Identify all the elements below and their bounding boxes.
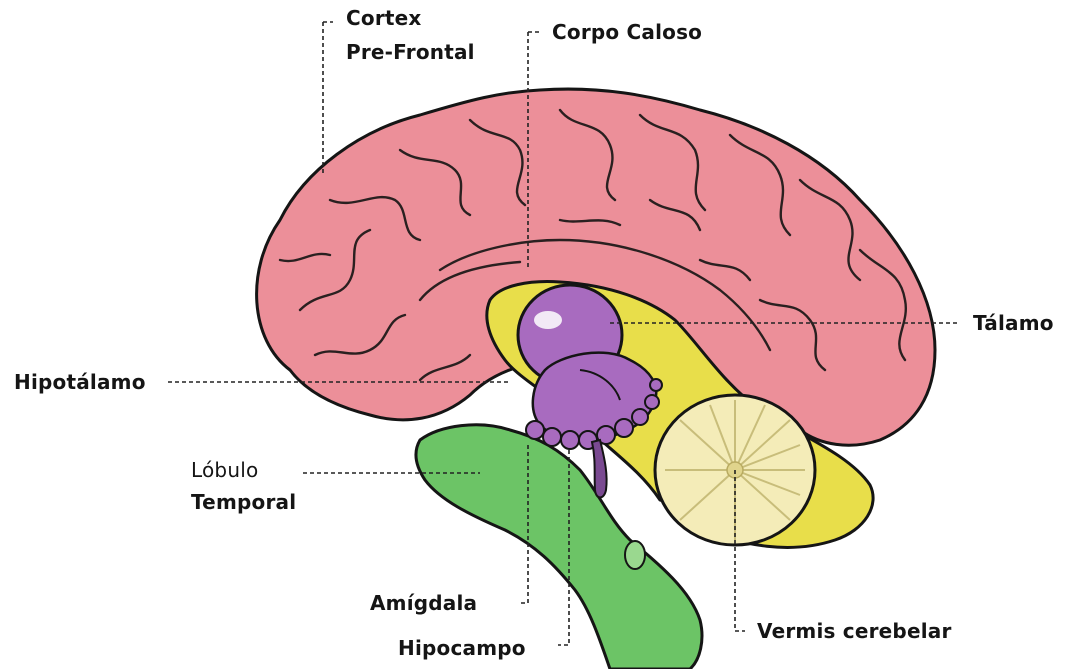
label-amigdala: Amígdala (370, 591, 477, 615)
label-hipocampo: Hipocampo (398, 636, 526, 660)
label-lobulo-line2: Temporal (191, 490, 296, 514)
pituitary-stalk (592, 440, 607, 498)
label-cortex-line1: Cortex (346, 6, 422, 30)
label-cortex-line2: Pre-Frontal (346, 40, 475, 64)
label-hipotalamo: Hipotálamo (14, 370, 146, 394)
green-detail (625, 541, 645, 569)
label-vermis-cerebelar: Vermis cerebelar (757, 619, 952, 643)
label-lobulo-line1: Lóbulo (191, 458, 258, 482)
label-talamo: Tálamo (973, 311, 1054, 335)
label-corpo-caloso: Corpo Caloso (552, 20, 702, 44)
